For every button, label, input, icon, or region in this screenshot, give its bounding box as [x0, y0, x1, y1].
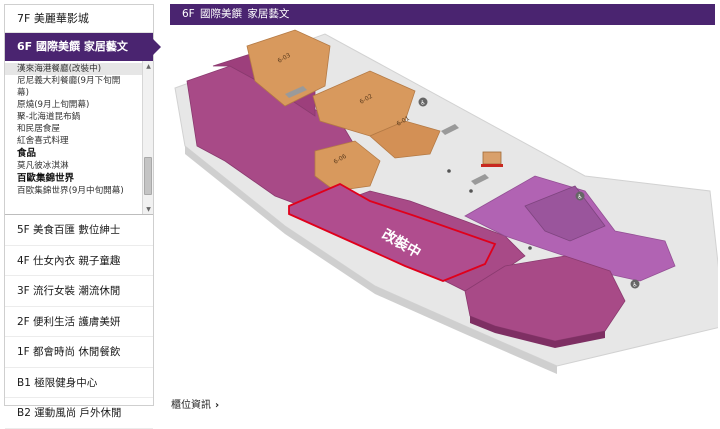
- store-item[interactable]: 和民居食屋: [17, 124, 60, 134]
- floor-map: 6-03 6-02 6-01 6-06 改裝中 ♿ ♿ ♿: [174, 29, 718, 374]
- floor-item-5f[interactable]: 5F 美食百匯 數位紳士: [5, 215, 153, 246]
- store-item[interactable]: 尼尼義大利餐廳(9月下旬開: [17, 76, 121, 86]
- store-zone: [524, 185, 606, 242]
- renovation-zone: [288, 182, 497, 282]
- store-category: 百歐集錦世界: [17, 173, 75, 184]
- floor-item-3f[interactable]: 3F 流行女裝 潮流休閒: [5, 276, 153, 307]
- floor-item-2f[interactable]: 2F 便利生活 護膚美妍: [5, 307, 153, 337]
- floor-item-7f[interactable]: 7F 美麗華影城: [5, 5, 153, 33]
- floor-item-4f[interactable]: 4F 仕女內衣 親子童趣: [5, 246, 153, 276]
- store-info-link[interactable]: 櫃位資訊 ›: [171, 396, 219, 411]
- scroll-up-icon[interactable]: ▲: [146, 63, 151, 70]
- shop-6-03: [246, 29, 331, 107]
- store-item[interactable]: 原燒(9月上旬開幕): [17, 100, 90, 110]
- svg-text:♿: ♿: [632, 282, 637, 289]
- person-icon: [447, 169, 532, 250]
- store-item[interactable]: 紅舍喜式料理: [17, 136, 69, 146]
- restroom-icon: ♿: [418, 97, 428, 107]
- store-info-label: 櫃位資訊: [171, 400, 211, 411]
- floor-item-6f[interactable]: 6F 國際美饌 家居藝文: [5, 33, 161, 61]
- escalator-icon: [285, 86, 489, 185]
- store-list[interactable]: 漢來海港餐廳(改裝中) 尼尼義大利餐廳(9月下旬開 幕) 原燒(9月上旬開幕) …: [5, 61, 153, 215]
- floor-item-1f[interactable]: 1F 都會時尚 休閒餐飲: [5, 337, 153, 368]
- restroom-icon: ♿: [575, 191, 585, 201]
- map-header: 6F 國際美饌 家居藝文: [170, 4, 715, 25]
- floor-base-edge: [185, 146, 557, 374]
- floor-directory: 7F 美麗華影城 6F 國際美饌 家居藝文 漢來海港餐廳(改裝中) 尼尼義大利餐…: [4, 4, 161, 429]
- svg-text:♿: ♿: [577, 194, 582, 201]
- restroom-icon: ♿: [630, 279, 640, 289]
- chevron-right-icon: ›: [215, 400, 220, 411]
- store-item[interactable]: 聚-北海道昆布鍋: [17, 112, 81, 122]
- store-item[interactable]: 莫凡彼冰淇淋: [17, 161, 69, 171]
- shop-6-01: [369, 120, 441, 159]
- store-item[interactable]: 漢來海港餐廳(改裝中): [5, 63, 153, 75]
- floor-item-b1[interactable]: B1 極限健身中心: [5, 368, 153, 398]
- floor-item-b2[interactable]: B2 運動風尚 戶外休閒: [5, 398, 153, 429]
- store-category: 食品: [17, 148, 37, 159]
- svg-text:♿: ♿: [420, 100, 425, 107]
- store-list-scrollbar[interactable]: ▲ ▼: [142, 61, 153, 214]
- info-kiosk-icon: [481, 151, 503, 167]
- scroll-down-icon[interactable]: ▼: [146, 206, 151, 213]
- store-zone-edge: [470, 316, 605, 348]
- scroll-thumb[interactable]: [144, 157, 152, 195]
- store-item[interactable]: 幕): [17, 88, 29, 98]
- store-item[interactable]: 百歐集錦世界(9月中旬開幕): [17, 186, 124, 196]
- shop-6-06: [314, 140, 381, 192]
